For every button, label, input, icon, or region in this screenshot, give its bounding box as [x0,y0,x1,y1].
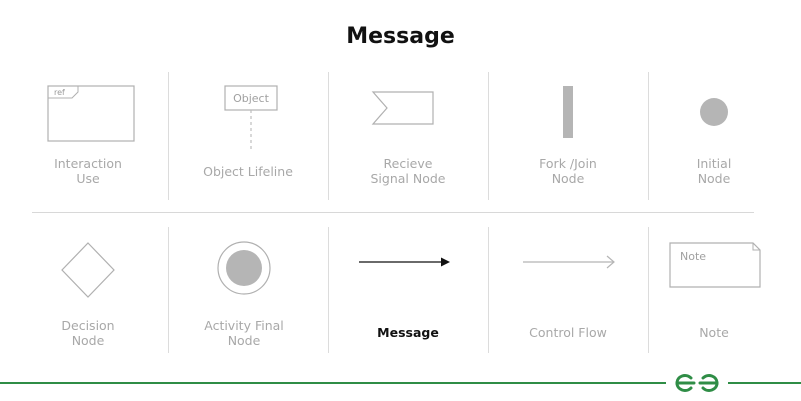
divider [488,72,489,200]
control-flow-symbol: Control Flow [488,226,648,356]
note-text: Note [680,250,706,263]
message-label: Message [377,325,439,340]
footer-line-right [728,382,801,384]
footer-line-left [0,382,666,384]
page-title: Message [346,24,455,49]
control-flow-label: Control Flow [529,325,607,340]
divider [168,227,169,353]
decision-diamond-icon [61,242,115,298]
message-arrow-icon [359,257,450,267]
control-flow-arrow-icon [523,255,615,269]
divider [328,227,329,353]
activity-final-icon [217,241,271,295]
divider [648,227,649,353]
geeksforgeeks-logo-icon [675,374,719,392]
recieve-signal-icon [371,91,434,125]
divider [168,72,169,200]
divider [488,227,489,353]
message-symbol: Message [328,226,488,356]
divider [648,72,649,200]
row-divider [32,212,754,213]
interaction-use-frame-icon: ref [47,85,135,142]
object-lifeline-icon: Object [224,85,278,150]
note-icon: Note [669,242,761,288]
interaction-use-tag: ref [54,88,65,97]
object-lifeline-symbol: Object Object Lifeline [168,72,328,202]
note-label: Note [699,325,729,340]
initial-node-dot-icon [700,98,728,126]
object-lifeline-label: Object Lifeline [203,164,293,179]
fork-join-bar-icon [563,86,573,138]
divider [328,72,329,200]
note-symbol: Note Note [634,226,794,356]
object-lifeline-name: Object [233,92,270,105]
